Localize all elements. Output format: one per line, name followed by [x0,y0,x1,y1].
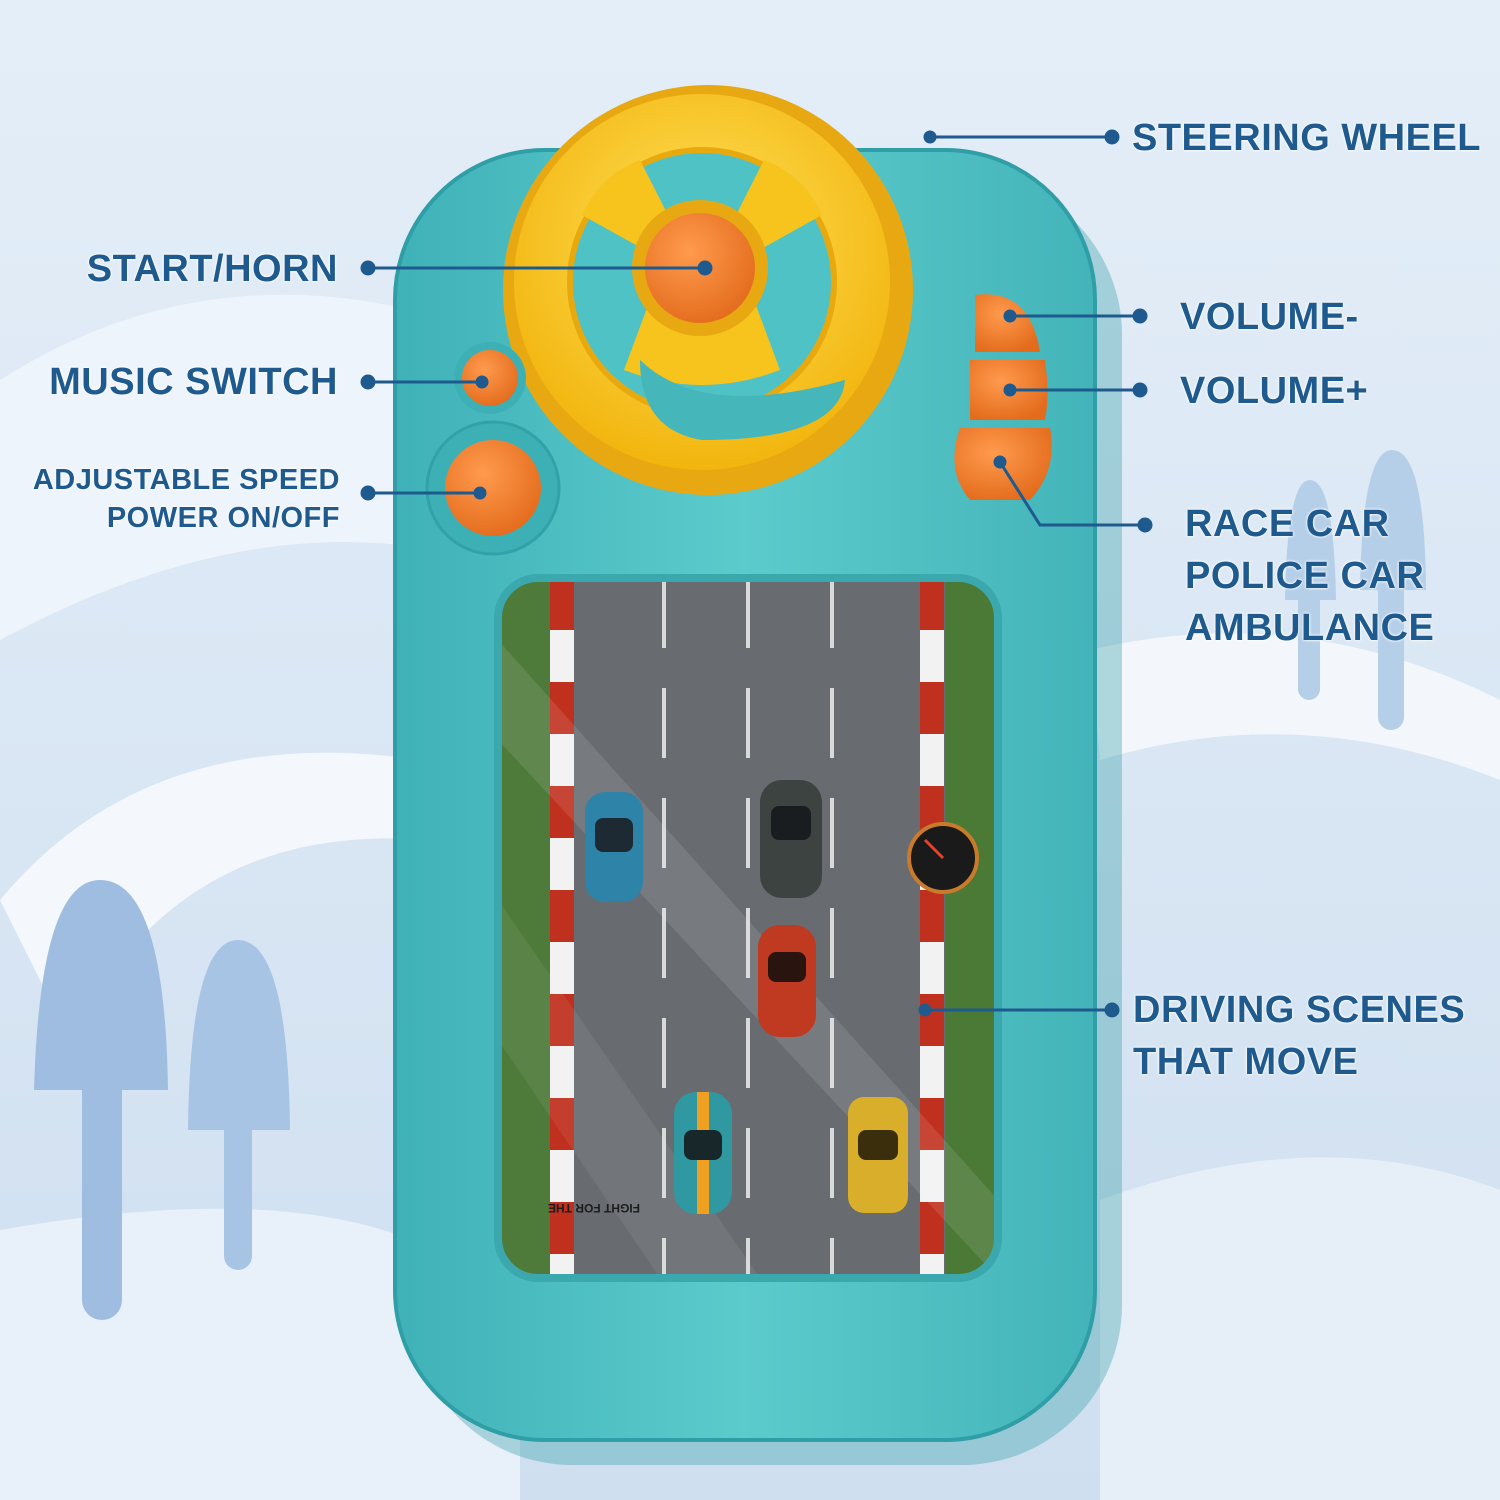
race-car-blue [585,792,643,902]
track-curb [920,1150,944,1202]
track-curb [550,838,574,890]
track-curb [550,1202,574,1254]
track-curb [920,1098,944,1150]
volume-up-label: VOLUME+ [1180,370,1369,412]
car-label-line1: RACE CAR [1185,503,1390,545]
speed-label-line1: ADJUSTABLE SPEED [32,464,340,496]
volume-down-button[interactable] [975,294,1040,352]
track-curb [550,1046,574,1098]
race-car-teal [674,1092,732,1214]
police-car-dark [760,780,822,898]
track-curb [920,734,944,786]
bg-ground-right [1100,1157,1500,1500]
music-switch-button[interactable] [454,342,526,414]
music-switch-label: MUSIC SWITCH [49,361,338,403]
track-curb [550,994,574,1046]
track-curb [920,994,944,1046]
track-curb [550,942,574,994]
track-curb [550,578,574,630]
track-curb [920,630,944,682]
driving-screen [498,578,998,1278]
screen-frame [494,574,1002,1282]
speed-label-line2: POWER ON/OFF [106,502,340,534]
track-curb [550,1098,574,1150]
track-curb [550,630,574,682]
track-curb [920,1046,944,1098]
speedometer-dial [907,822,979,894]
scenes-label-line1: DRIVING SCENES [1133,989,1466,1031]
driving-scenes-label: DRIVING SCENES THAT MOVE [1133,984,1465,1088]
bg-hill [0,294,480,640]
speed-power-label: ADJUSTABLE SPEED POWER ON/OFF [33,461,340,537]
track-curb [550,682,574,734]
bg-tree-left [34,880,168,1320]
race-car-yellow [848,1097,908,1213]
speaker-grille [640,360,845,440]
track-curb [920,942,944,994]
track-curb [550,734,574,786]
car-label-line3: AMBULANCE [1185,607,1435,649]
track-curb [920,1202,944,1254]
bg-tree-right [1285,450,1426,730]
track-text: FIGHT FOR THE [548,1201,640,1215]
bg-tree-left-2 [188,940,290,1270]
steering-wheel-label: STEERING WHEEL [1132,117,1482,159]
track-curb [920,578,944,630]
track-curb [550,1150,574,1202]
scenes-label-line2: THAT MOVE [1133,1041,1359,1083]
track-curb [550,890,574,942]
bg-ground [0,1208,520,1500]
speed-power-knob[interactable] [425,420,561,556]
track-curb [920,682,944,734]
leader-lines [360,129,1153,1018]
volume-down-label: VOLUME- [1180,296,1359,338]
track-curb [550,786,574,838]
car-types-label: RACE CAR POLICE CAR AMBULANCE [1185,498,1434,654]
car-label-line2: POLICE CAR [1185,555,1425,597]
track-curb [920,890,944,942]
race-car-red [758,925,816,1037]
start-horn-label: START/HORN [86,248,338,290]
